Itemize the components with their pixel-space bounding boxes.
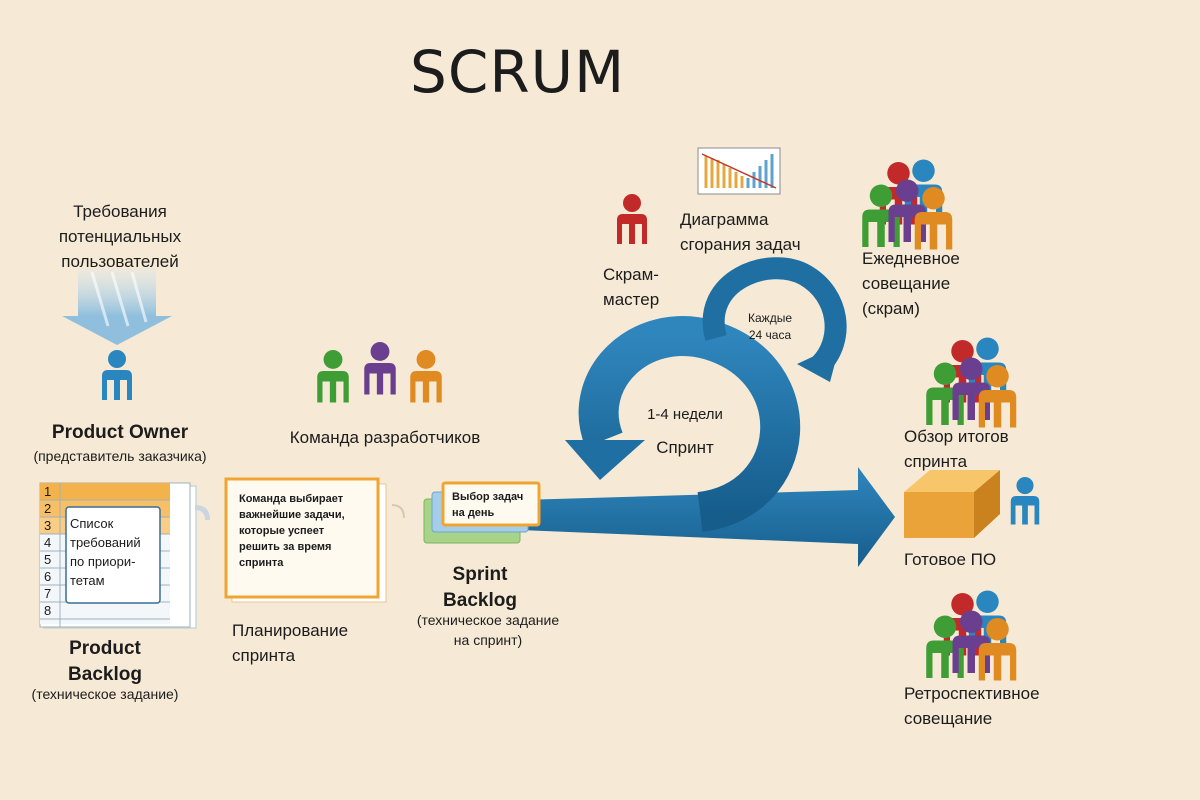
- product-backlog-list: [39, 482, 210, 629]
- requirements-arrow: [62, 268, 172, 345]
- daily-meeting-label: Ежедневное совещание (скрам): [862, 249, 960, 318]
- backlog-row-number: 4: [44, 535, 52, 550]
- scrum-master-label: Скрам- мастер: [603, 265, 660, 309]
- sprint-planning-card-text: Команда выбирает важнейшие задачи, котор…: [239, 493, 345, 569]
- product-owner-subtitle: (представитель заказчика): [33, 448, 207, 464]
- backlog-row-number: 8: [44, 603, 52, 618]
- burndown-chart-icon: [697, 147, 781, 195]
- people-figures: [102, 159, 1040, 681]
- sprint-backlog-title: Sprint Backlog: [443, 564, 517, 611]
- backlog-row-number: 2: [44, 501, 52, 516]
- backlog-row-number: 6: [44, 569, 52, 584]
- daily-cycle-label: Каждые 24 часа: [748, 311, 792, 342]
- sprint-duration-label: 1-4 недели: [647, 406, 723, 423]
- team-member-orange-icon: [410, 350, 442, 403]
- product-backlog-title: Product Backlog: [68, 638, 142, 685]
- customer-icon: [1010, 477, 1040, 525]
- sprint-label: Спринт: [656, 438, 714, 457]
- backlog-row-number: 5: [44, 552, 52, 567]
- person-orange-icon: [978, 365, 1017, 428]
- retrospective-label: Ретроспективное совещание: [904, 684, 1040, 728]
- backlog-row-number: 1: [44, 484, 52, 499]
- product-backlog-card-text: Список требований по приори- тетам: [70, 516, 141, 588]
- product-backlog-subtitle: (техническое задание): [31, 686, 179, 702]
- team-member-green-icon: [317, 350, 349, 403]
- team-label: Команда разработчиков: [289, 428, 481, 447]
- product-owner-title: Product Owner: [51, 422, 189, 443]
- requirements-label: Требования потенциальных пользователей: [40, 199, 200, 274]
- ready-product-box: [904, 470, 1000, 538]
- sprint-backlog-subtitle: (техническое задание на спринт): [416, 612, 560, 648]
- sprint-planning-label: Планирование спринта: [232, 621, 349, 665]
- sprint-planning-card: [224, 477, 405, 603]
- backlog-row-number: 3: [44, 518, 52, 533]
- burndown-label: Диаграмма сгорания задач: [680, 210, 801, 254]
- product-owner-icon: [102, 350, 132, 400]
- backlog-row-number: 7: [44, 586, 52, 601]
- person-orange-icon: [914, 187, 953, 250]
- sprint-backlog-card-text: Выбор задач на день: [452, 491, 524, 519]
- sprint-loop-arrow: [565, 316, 801, 532]
- page-title: SCRUM: [410, 38, 626, 106]
- sprint-review-label: Обзор итогов спринта: [904, 427, 1009, 471]
- ready-product-label: Готовое ПО: [904, 550, 997, 569]
- daily-loop-arrow: [702, 257, 847, 382]
- sprint-backlog-cards: [423, 481, 541, 544]
- person-orange-icon: [978, 618, 1017, 681]
- requirements-text: Требования потенциальных пользователей: [58, 202, 182, 271]
- scrum-master-icon: [617, 194, 647, 244]
- team-member-purple-icon: [364, 342, 396, 395]
